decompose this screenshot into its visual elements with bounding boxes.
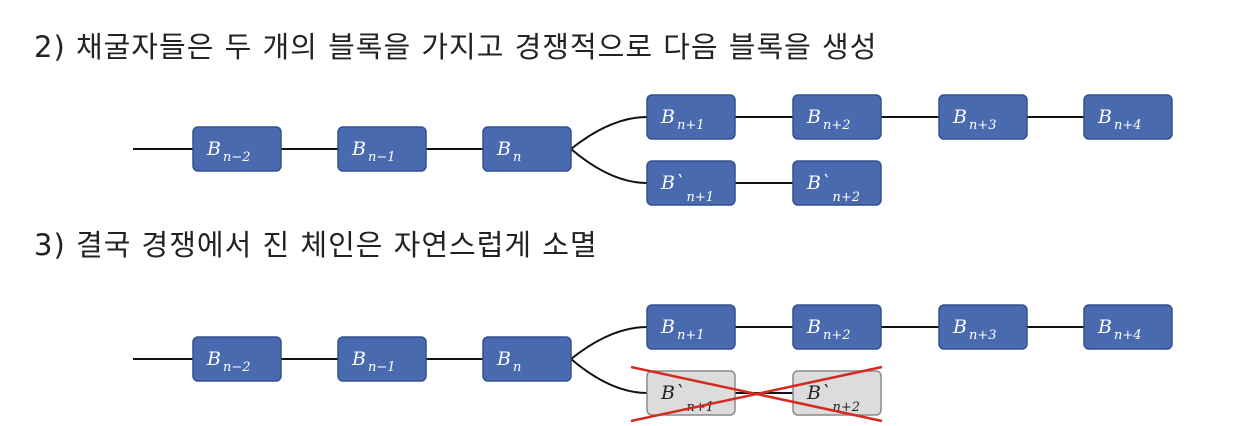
step3-block-main-3-label-base: B <box>660 316 675 338</box>
step-2-heading: 2) 채굴자들은 두 개의 블록을 가지고 경쟁적으로 다음 블록을 생성 <box>34 30 878 64</box>
step3-block-main-0-box <box>192 336 282 382</box>
step3-block-main-6-label-subscript: n+4 <box>1114 328 1142 343</box>
step3-block-main-4-box <box>792 304 882 350</box>
step2-block-main-2-label-subscript: n <box>513 150 521 165</box>
step3-block-main-4-label-base: B <box>806 316 821 338</box>
step2-block-fork-1-label-base: B` <box>806 172 830 194</box>
step2-block-fork-0-label-subscript: n+1 <box>686 190 714 205</box>
step2-block-main-4-box <box>792 94 882 140</box>
step2-block-main-1-label-subscript: n−1 <box>368 150 396 165</box>
step2-fork-down <box>570 148 648 184</box>
step2-block-main-0-label-subscript: n−2 <box>223 150 251 165</box>
step3-block-main-3-label-subscript: n+1 <box>677 328 705 343</box>
step3-block-main-0-label-subscript: n−2 <box>223 360 251 375</box>
step2-block-fork-1-box <box>792 160 882 206</box>
step2-block-main-5-label-subscript: n+3 <box>969 118 997 133</box>
step2-block-main-0-label-base: B <box>206 138 221 160</box>
step2-block-main-0-box <box>192 126 282 172</box>
step-3-heading: 3) 결국 경쟁에서 진 체인은 자연스럽게 소멸 <box>34 228 598 262</box>
step2-block-fork-1-label: B`n+2 <box>806 172 860 205</box>
step2-block-main-2-label-base: B <box>496 138 511 160</box>
step2-block-main-5-label-base: B <box>952 106 967 128</box>
step3-block-main-5-label-base: B <box>952 316 967 338</box>
step2-block-main-1-label-base: B <box>351 138 366 160</box>
step2-block-main-3-label-base: B <box>660 106 675 128</box>
step3-block-main-5-box <box>938 304 1028 350</box>
step2-block-fork-1: B`n+2 <box>792 160 882 206</box>
step2-block-main-1-box <box>337 126 427 172</box>
step3-block-main-6-box <box>1083 304 1173 350</box>
step2-block-main-4-label-base: B <box>806 106 821 128</box>
step2-block-main-3-box <box>646 94 736 140</box>
step3-block-main-1-label-subscript: n−1 <box>368 360 396 375</box>
step3-block-main-6-label-base: B <box>1097 316 1112 338</box>
step2-block-main-3-label-subscript: n+1 <box>677 118 705 133</box>
step3-block-main-2-label-base: B <box>496 348 511 370</box>
step2-block-main-6-label-base: B <box>1097 106 1112 128</box>
step2-block-main-4-label-subscript: n+2 <box>823 118 851 133</box>
step3-block-main-4-label-subscript: n+2 <box>823 328 851 343</box>
step3-block-main-5-label-subscript: n+3 <box>969 328 997 343</box>
step3-block-main-1-box <box>337 336 427 382</box>
step3-block-main-3-box <box>646 304 736 350</box>
step3-block-main-0-label-base: B <box>206 348 221 370</box>
step3-fork-up <box>570 326 648 360</box>
step3-fork-down <box>570 358 648 394</box>
step2-block-main-6-box <box>1083 94 1173 140</box>
step2-block-main-2-box <box>482 126 572 172</box>
step3-block-main-1-label-base: B <box>351 348 366 370</box>
step2-block-fork-0: B`n+1 <box>646 160 736 206</box>
step2-block-main-5-box <box>938 94 1028 140</box>
step2-block-fork-0-label: B`n+1 <box>660 172 714 205</box>
step2-block-fork-0-box <box>646 160 736 206</box>
step3-block-main-2-box <box>482 336 572 382</box>
step3-block-fork-1-label-base: B` <box>806 382 830 404</box>
step2-block-fork-0-label-base: B` <box>660 172 684 194</box>
step2-fork-up <box>570 116 648 150</box>
step3-block-fork-0-label-base: B` <box>660 382 684 404</box>
step3-block-main-2-label-subscript: n <box>513 360 521 375</box>
step2-block-main-6-label-subscript: n+4 <box>1114 118 1142 133</box>
step3-cross-stroke-2 <box>630 365 883 423</box>
step2-block-fork-1-label-subscript: n+2 <box>832 190 860 205</box>
